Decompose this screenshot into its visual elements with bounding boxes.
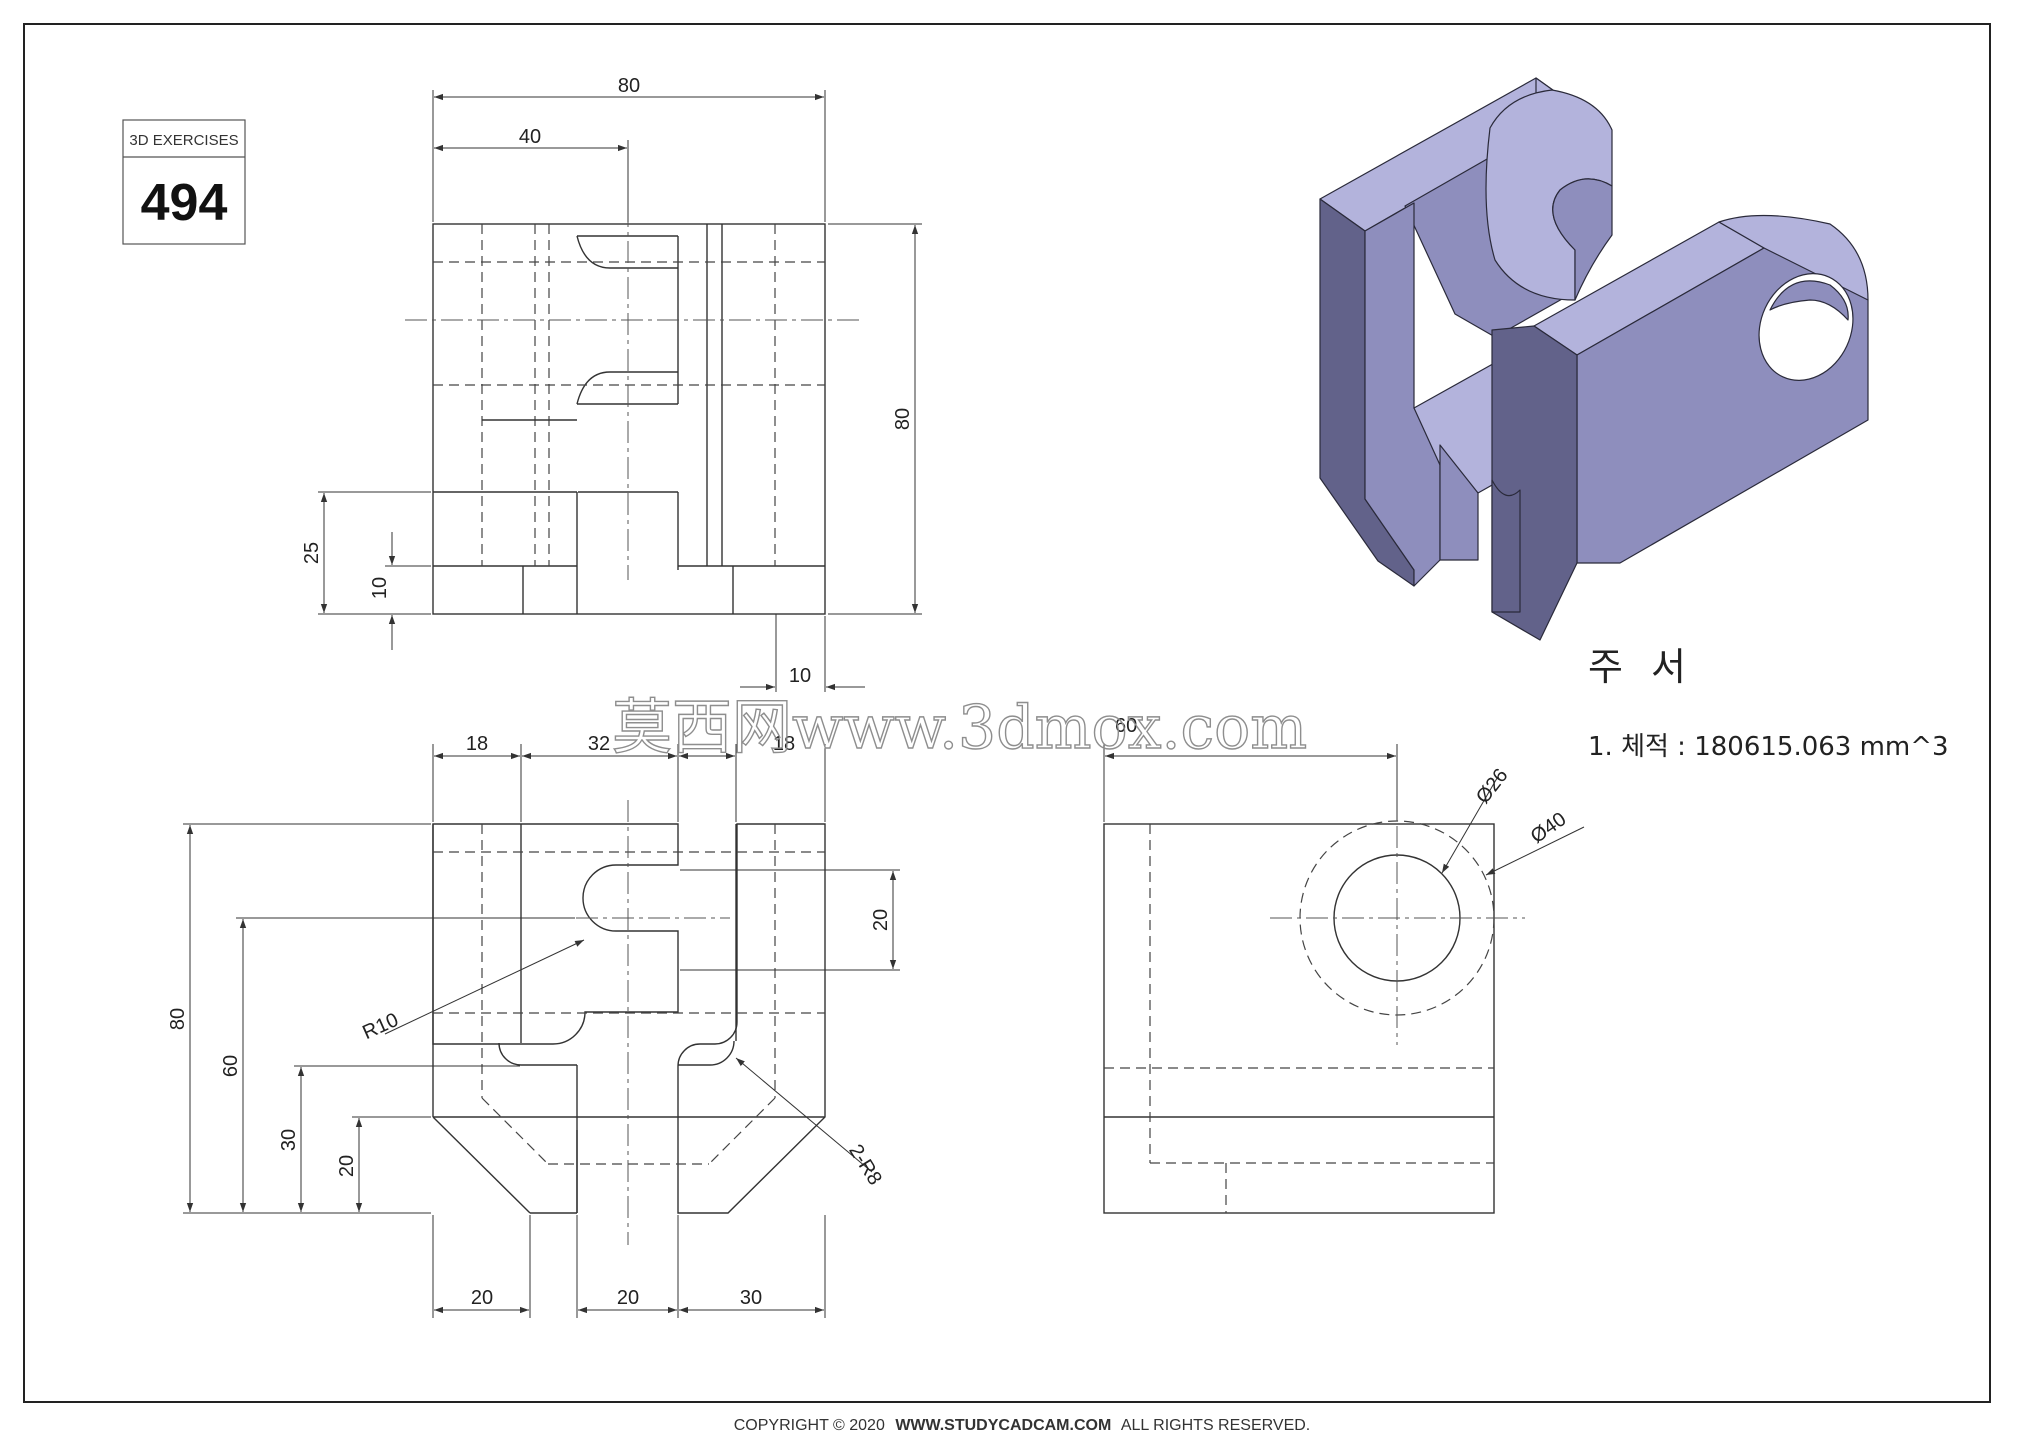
dim-bottom-middle: 20 <box>617 1287 639 1309</box>
footer-prefix: COPYRIGHT © 2020 <box>734 1417 885 1434</box>
dim-left-segment: 18 <box>466 733 488 755</box>
dim-side-width: 60 <box>1115 715 1137 737</box>
dim-bottom-left: 20 <box>471 1287 493 1309</box>
dim-half-width: 40 <box>519 126 541 148</box>
dim-right-segment: 18 <box>773 733 795 755</box>
top-view-dimensions: 80 40 80 25 10 10 <box>301 75 922 692</box>
side-view <box>1103 790 1525 1214</box>
dim-middle-segment: 32 <box>588 733 610 755</box>
dim-overall-width: 80 <box>618 75 640 97</box>
dim-level-60: 60 <box>220 1055 242 1077</box>
badge-caption: 3D EXERCISES <box>129 132 238 149</box>
isometric-model <box>1319 77 1869 641</box>
notes-block: 주 서 1. 체적 : 180615.063 mm^3 <box>1588 645 1949 762</box>
notes-item: 1. 체적 : 180615.063 mm^3 <box>1588 732 1949 762</box>
dim-fillet: 2-R8 <box>844 1141 886 1189</box>
dim-level-30: 30 <box>278 1129 300 1151</box>
exercise-badge: 3D EXERCISES 494 <box>122 119 246 245</box>
dim-depth: 80 <box>892 408 914 430</box>
dim-step-height: 25 <box>301 542 323 564</box>
dim-step-inner: 10 <box>369 577 391 599</box>
dim-offset: 10 <box>789 665 811 687</box>
dim-level-20: 20 <box>336 1155 358 1177</box>
dim-bottom-right: 30 <box>740 1287 762 1309</box>
footer-suffix: ALL RIGHTS RESERVED. <box>1121 1417 1310 1434</box>
front-view-dimensions: 18 32 18 20 R10 2-R8 80 60 30 20 20 20 <box>167 733 900 1318</box>
dim-outer-diameter: Ø40 <box>1527 808 1571 848</box>
footer-site[interactable]: WWW.STUDYCADCAM.COM <box>895 1417 1111 1434</box>
sheet-border <box>23 23 1991 1403</box>
watermark: 莫西网www.3dmox.com <box>612 693 1307 763</box>
notes-heading: 주 서 <box>1588 645 1694 689</box>
dim-slot-width: 20 <box>870 909 892 931</box>
footer-copyright: COPYRIGHT © 2020 WWW.STUDYCADCAM.COM ALL… <box>734 1417 1310 1434</box>
badge-number: 494 <box>141 174 228 232</box>
dim-slot-radius: R10 <box>359 1009 401 1044</box>
dim-height: 80 <box>167 1008 189 1030</box>
front-view <box>432 800 826 1245</box>
dim-inner-diameter: Ø26 <box>1472 765 1513 808</box>
top-view <box>405 205 860 615</box>
